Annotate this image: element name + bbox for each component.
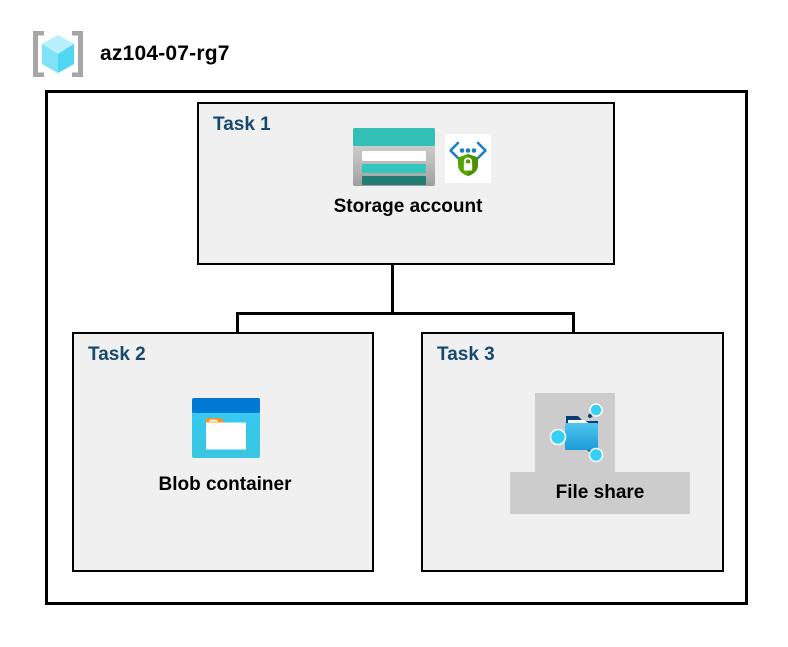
task-2-box: Task 2 Blob container — [72, 332, 374, 572]
task-1-label: Task 1 — [213, 114, 271, 135]
file-share-caption: File share — [555, 482, 645, 503]
azure-file-share-icon — [540, 396, 612, 473]
task-2-label: Task 2 — [88, 344, 146, 365]
security-shield-lock-icon — [445, 134, 491, 183]
resource-group-header: az104-07-rg7 — [30, 28, 230, 80]
connector-storage-to-split — [391, 265, 394, 315]
azure-resource-group-icon — [30, 28, 86, 80]
task-1-box: Task 1 — [197, 102, 615, 265]
storage-account-caption: Storage account — [333, 196, 483, 217]
azure-storage-account-icon — [351, 126, 437, 193]
connector-horizontal-bar — [236, 312, 575, 315]
task-3-label: Task 3 — [437, 344, 495, 365]
resource-group-title: az104-07-rg7 — [100, 42, 230, 65]
storage-account-node — [351, 126, 501, 188]
task-3-box: Task 3 — [421, 332, 724, 572]
azure-blob-container-icon — [191, 397, 261, 464]
blob-container-caption: Blob container — [158, 474, 292, 495]
file-share-caption-backdrop — [510, 472, 690, 514]
